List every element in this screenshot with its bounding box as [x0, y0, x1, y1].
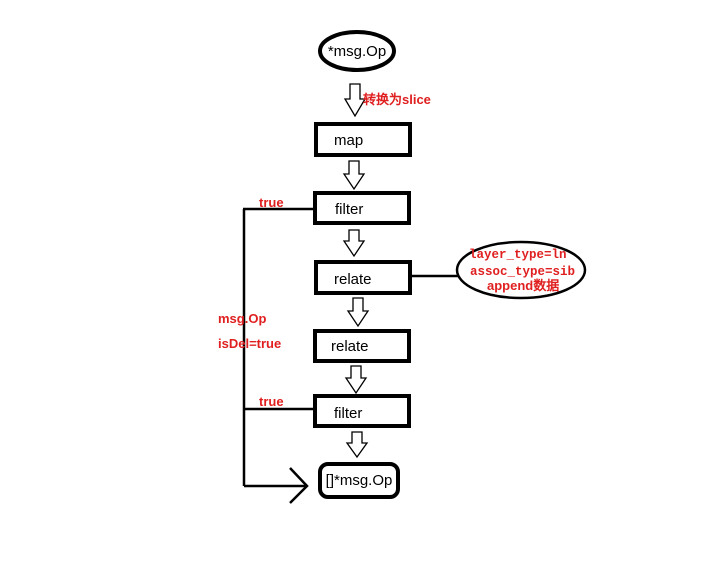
relate-node-1-label: relate [334, 271, 372, 288]
map-node: map [314, 122, 412, 157]
flow-arrow-3 [342, 229, 366, 258]
relate-note-line-1: layer_type=ln [469, 248, 567, 262]
flow-arrow-6 [345, 431, 369, 459]
bypass-path [242, 207, 315, 504]
relate-node-2: relate [313, 329, 411, 363]
flow-arrow-5 [344, 365, 368, 395]
filter-node-1: filter [313, 191, 411, 225]
relate-note-ellipse: layer_type=ln assoc_type=sib append数据 [455, 240, 587, 300]
relate-note-line-2: assoc_type=sib [470, 265, 575, 279]
end-node-label: []*msg.Op [326, 472, 393, 489]
msg-op-label: msg.Op [218, 311, 266, 326]
filter-node-2: filter [313, 394, 411, 428]
start-node-label: *msg.Op [328, 43, 386, 60]
map-node-label: map [334, 132, 363, 149]
bypass-arrowhead [289, 467, 309, 504]
true-label-bottom: true [259, 394, 284, 409]
true-label-top: true [259, 195, 284, 210]
flow-arrow-4 [346, 297, 370, 328]
start-node: *msg.Op [318, 30, 396, 72]
filter-node-2-label: filter [334, 405, 362, 422]
end-node: []*msg.Op [318, 462, 400, 499]
flow-arrow-2 [342, 160, 366, 191]
convert-to-slice-label: 转换为slice [363, 92, 431, 107]
relate-node-1: relate [314, 260, 412, 295]
flow-arrow-1 [343, 83, 367, 118]
is-del-label: isDel=true [218, 336, 281, 351]
filter-node-1-label: filter [335, 201, 363, 218]
relate-note-line-3: append数据 [487, 278, 559, 293]
relate-node-2-label: relate [331, 338, 369, 355]
